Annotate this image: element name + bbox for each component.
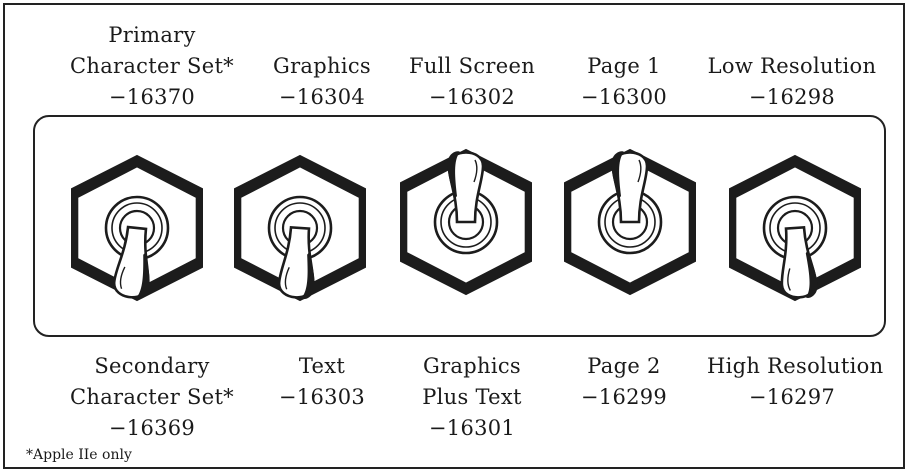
switch-4-toggle-icon — [563, 148, 697, 296]
switch-1-toggle-icon — [70, 154, 204, 302]
switch-1-top-label: Primary Character Set* −16370 — [70, 23, 234, 109]
switch-4-top-label: Page 1 −16300 — [580, 54, 668, 109]
footnote: *Apple IIe only — [26, 447, 132, 463]
figure-frame — [3, 3, 905, 469]
switch-5-bottom-label: High Resolution −16297 — [707, 354, 884, 409]
switch-2-bottom-label: Text −16303 — [278, 354, 366, 409]
switch-3-top-label: Full Screen −16302 — [408, 54, 536, 109]
switch-3-bottom-label: Graphics Plus Text −16301 — [422, 354, 522, 440]
switch-4-bottom-label: Page 2 −16299 — [580, 354, 668, 409]
switch-panel — [33, 115, 886, 337]
switch-3-toggle-icon — [399, 148, 533, 296]
switch-1-bottom-label: Secondary Character Set* −16369 — [70, 354, 234, 440]
switch-5-top-label: Low Resolution −16298 — [707, 54, 877, 109]
switch-2-toggle-icon — [233, 154, 367, 302]
switch-5-toggle-icon — [728, 154, 862, 302]
switch-2-top-label: Graphics −16304 — [273, 54, 371, 109]
